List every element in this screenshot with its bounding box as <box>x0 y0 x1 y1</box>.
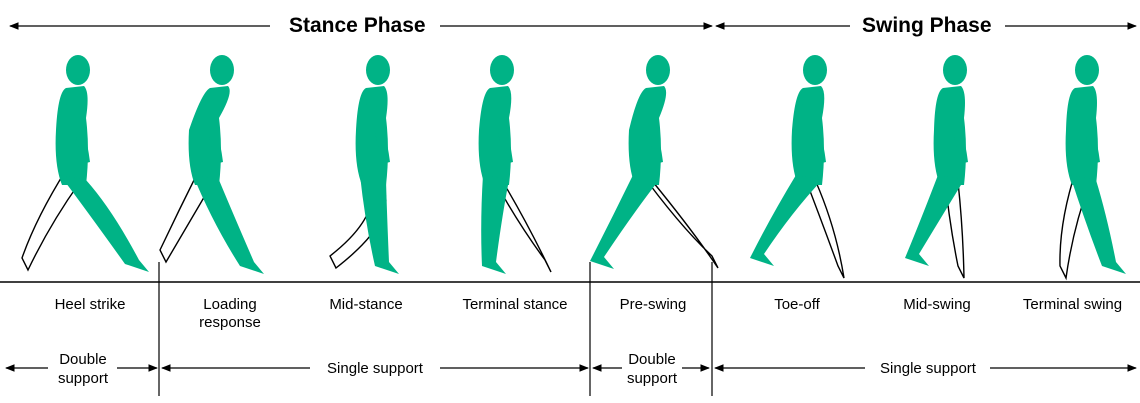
torso <box>629 86 667 185</box>
head <box>803 55 827 85</box>
stage-label-terminal-stance: Terminal stance <box>450 296 580 314</box>
stage-label-mid-swing: Mid-swing <box>882 296 992 314</box>
head <box>943 55 967 85</box>
support-label-double-2: Double support <box>624 350 680 388</box>
walking-figure-2 <box>160 55 264 274</box>
stage-label-mid-stance: Mid-stance <box>306 296 426 314</box>
stage-label-pre-swing: Pre-swing <box>598 296 708 314</box>
front-leg <box>60 175 149 272</box>
stage-label-loading-response: Loading response <box>170 296 290 332</box>
front-leg <box>590 175 659 269</box>
head <box>490 55 514 85</box>
walking-figure-4 <box>479 55 551 274</box>
stage-label-heel-strike: Heel strike <box>30 296 150 314</box>
stage-label-toe-off: Toe-off <box>742 296 852 314</box>
head <box>366 55 390 85</box>
front-leg <box>750 175 822 266</box>
support-label-single-2: Single support <box>868 359 988 378</box>
walking-figure-1 <box>22 55 149 272</box>
stage-label-terminal-swing: Terminal swing <box>1010 296 1135 314</box>
walking-figure-6 <box>750 55 844 278</box>
front-leg <box>193 175 264 274</box>
support-label-single-1: Single support <box>314 359 436 378</box>
front-leg <box>481 175 509 274</box>
swing-phase-title: Swing Phase <box>852 14 1002 38</box>
head <box>66 55 90 85</box>
front-leg <box>1070 175 1126 274</box>
support-label-double-1: Double support <box>50 350 116 388</box>
walking-figure-5 <box>590 55 718 269</box>
walking-figure-8 <box>1060 55 1126 278</box>
walking-figure-7 <box>905 55 968 278</box>
walking-figure-3 <box>330 55 399 274</box>
stance-phase-title: Stance Phase <box>279 14 436 38</box>
head <box>1075 55 1099 85</box>
head <box>646 55 670 85</box>
head <box>210 55 234 85</box>
